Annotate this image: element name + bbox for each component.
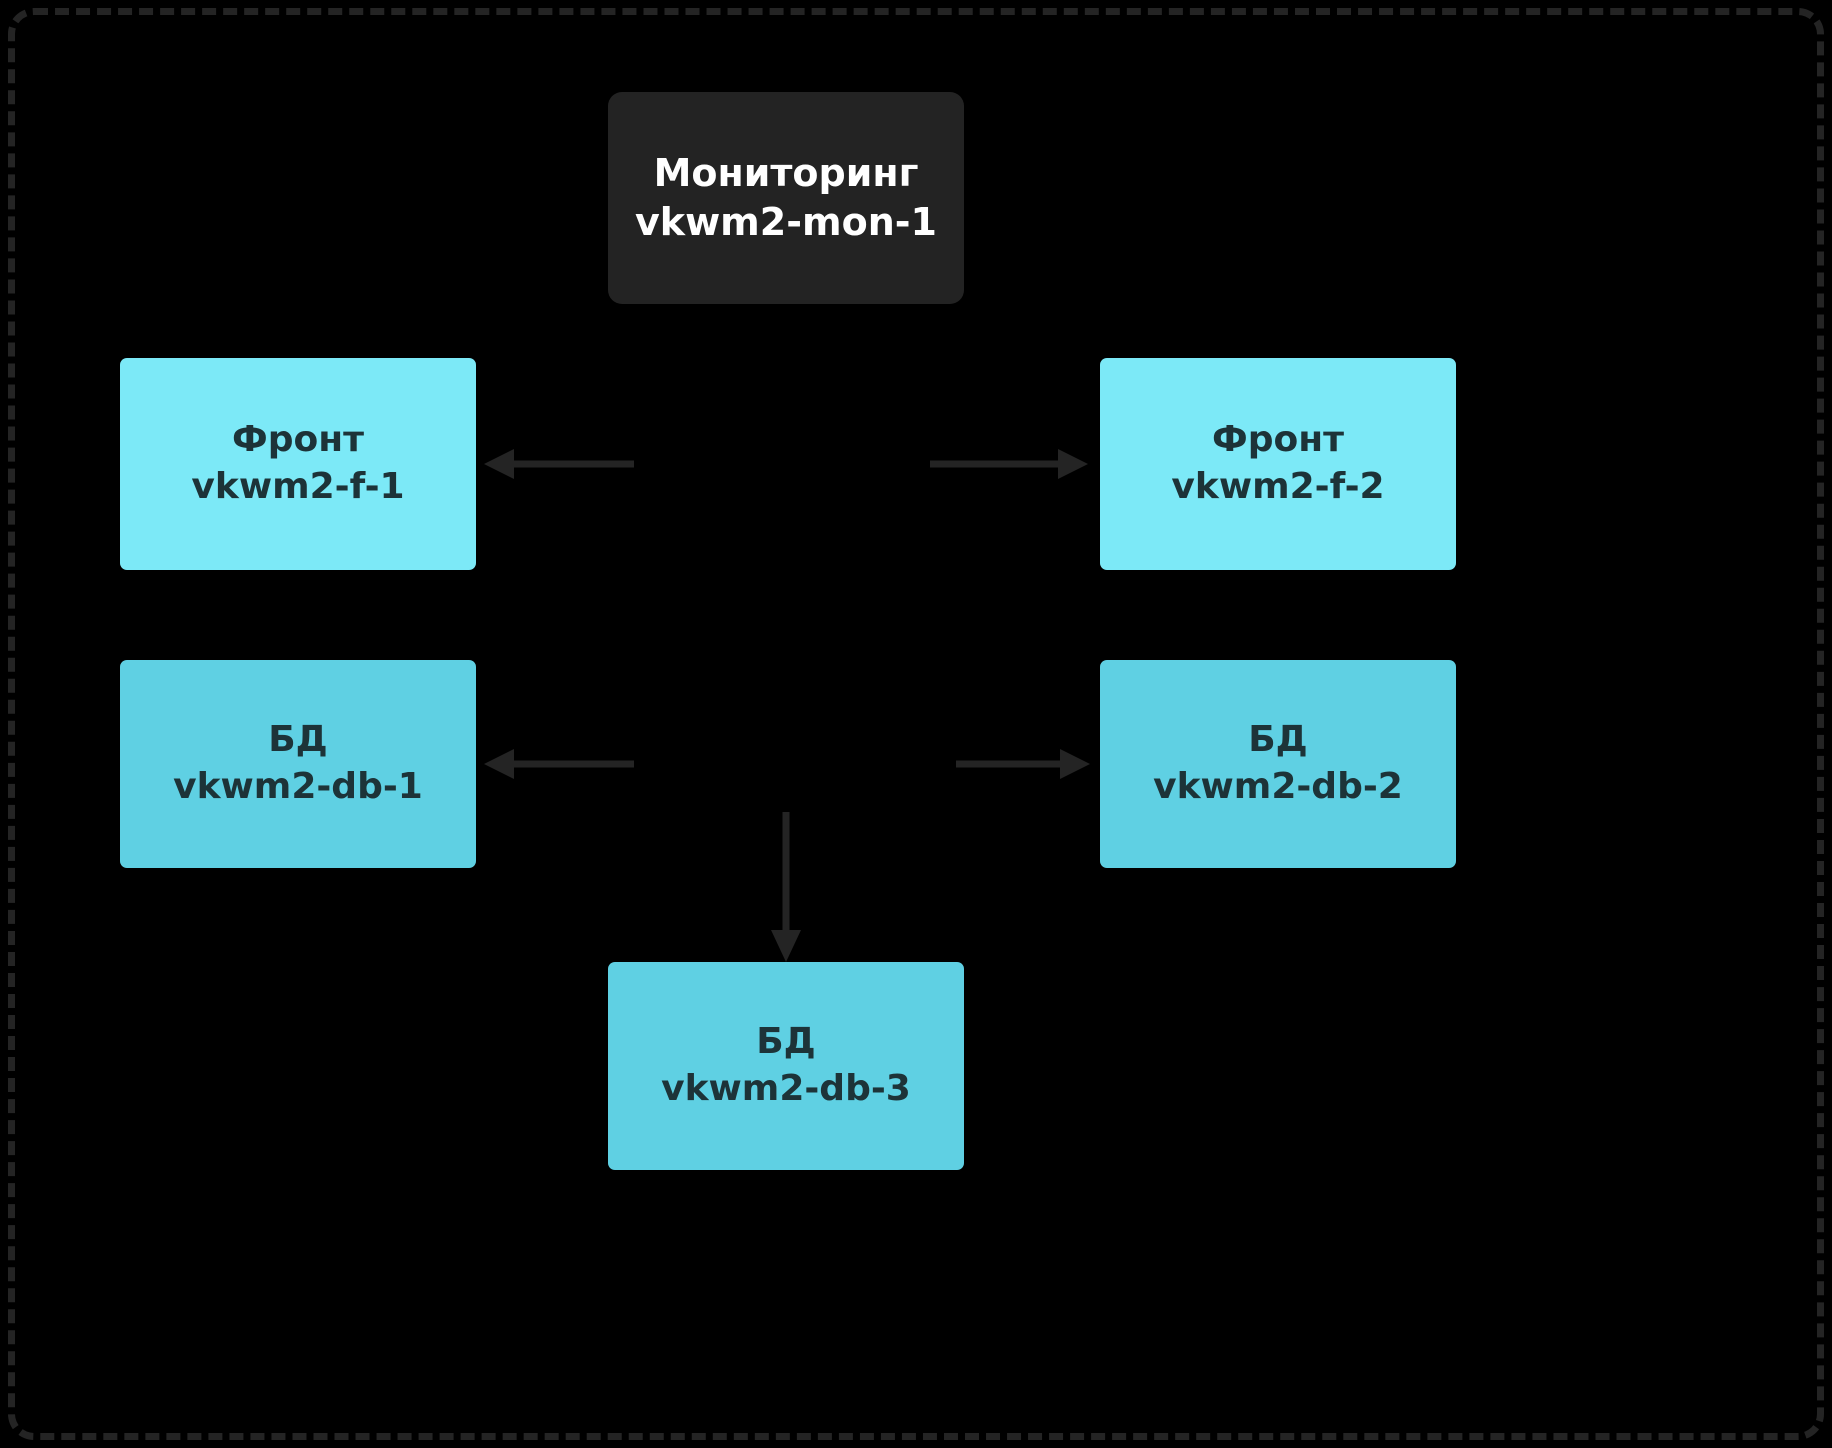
node-db-1-hostname: vkwm2-db-1 bbox=[173, 766, 423, 807]
node-db-3[interactable]: БД vkwm2-db-3 bbox=[608, 962, 964, 1170]
node-db-1-role: БД bbox=[268, 719, 328, 761]
node-front-1-role: Фронт bbox=[232, 419, 364, 461]
arrow-to-front-1 bbox=[484, 448, 634, 480]
node-monitoring[interactable]: Мониторинг vkwm2-mon-1 bbox=[608, 92, 964, 304]
node-front-2-hostname: vkwm2-f-2 bbox=[1171, 466, 1385, 507]
node-db-3-hostname: vkwm2-db-3 bbox=[661, 1068, 911, 1109]
node-front-1-hostname: vkwm2-f-1 bbox=[191, 466, 405, 507]
node-db-2-hostname: vkwm2-db-2 bbox=[1153, 766, 1403, 807]
node-front-2-role: Фронт bbox=[1212, 419, 1344, 461]
node-db-2[interactable]: БД vkwm2-db-2 bbox=[1100, 660, 1456, 868]
node-monitoring-role: Мониторинг bbox=[653, 150, 919, 195]
node-db-1[interactable]: БД vkwm2-db-1 bbox=[120, 660, 476, 868]
arrow-to-front-2 bbox=[930, 448, 1088, 480]
node-monitoring-hostname: vkwm2-mon-1 bbox=[635, 200, 937, 244]
node-db-2-role: БД bbox=[1248, 719, 1308, 761]
node-front-2[interactable]: Фронт vkwm2-f-2 bbox=[1100, 358, 1456, 570]
arrow-to-db-2 bbox=[956, 748, 1090, 780]
arrow-to-db-1 bbox=[484, 748, 634, 780]
node-db-3-role: БД bbox=[756, 1021, 816, 1063]
arrow-to-db-3 bbox=[770, 812, 802, 962]
node-front-1[interactable]: Фронт vkwm2-f-1 bbox=[120, 358, 476, 570]
